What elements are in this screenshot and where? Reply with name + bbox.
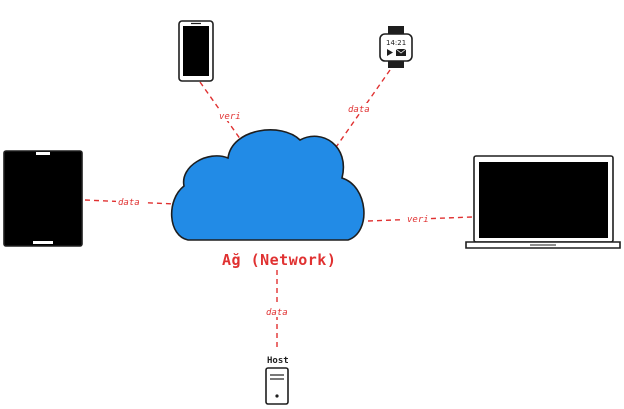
edge-label-watch: data: [348, 105, 370, 115]
edge-label-laptop: veri: [407, 215, 429, 225]
connector-phone: [199, 81, 249, 151]
server-tower-icon: [265, 367, 289, 405]
phone-icon: [178, 20, 214, 82]
laptop-icon: [465, 155, 621, 249]
tablet-icon: [3, 150, 83, 247]
edge-label-host: data: [266, 308, 288, 318]
edge-label-phone: veri: [219, 112, 241, 122]
network-title: Ağ (Network): [222, 251, 336, 269]
mail-icon: [395, 48, 407, 56]
watch-time: 14:21: [386, 39, 406, 47]
edge-label-tablet: data: [118, 198, 140, 208]
play-icon: [387, 49, 393, 56]
cloud-icon: [170, 129, 365, 241]
smartwatch-icon: 14:21: [379, 26, 413, 68]
host-label: Host: [267, 356, 289, 366]
